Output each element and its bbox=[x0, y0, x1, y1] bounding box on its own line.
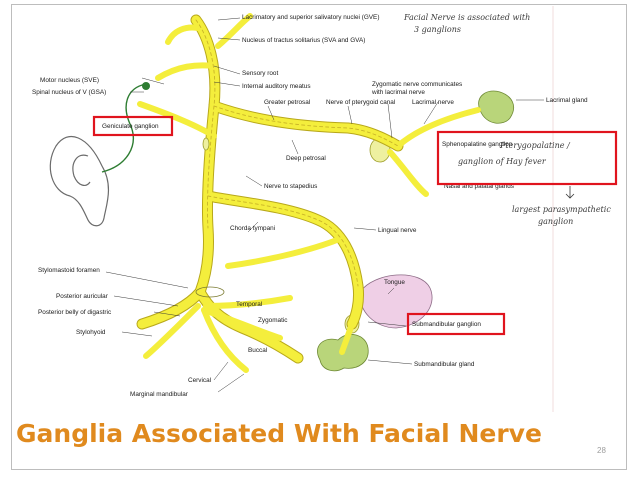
label-zygomatic-communicates-2: with lacrimal nerve bbox=[371, 89, 425, 96]
handwritten-arrow-icon bbox=[565, 186, 575, 199]
slide-caption: Ganglia Associated With Facial Nerve bbox=[16, 419, 542, 448]
label-temporal: Temporal bbox=[236, 301, 262, 308]
gsa-pathway-line bbox=[101, 83, 147, 173]
handwritten-top-note-line1: Facial Nerve is associated with bbox=[403, 13, 530, 22]
handwritten-side-note-line2: ganglion of Hay fever bbox=[458, 157, 547, 166]
slide-frame bbox=[11, 4, 627, 470]
geniculate-ganglion-node bbox=[202, 137, 210, 151]
label-zygomatic: Zygomatic bbox=[258, 317, 288, 324]
highlight-submandibular-ganglion bbox=[406, 312, 506, 336]
stylomastoid-foramen-ring bbox=[195, 286, 225, 298]
label-cervical: Cervical bbox=[188, 377, 211, 384]
label-submandibular-gland: Submandibular gland bbox=[414, 361, 475, 368]
label-tongue: Tongue bbox=[384, 279, 405, 286]
handwritten-bottom-note-line2: ganglion bbox=[538, 217, 573, 226]
highlight-boxes bbox=[92, 115, 618, 336]
lacrimal-gland bbox=[478, 90, 514, 124]
label-stylohyoid: Stylohyoid bbox=[76, 329, 106, 336]
leader-lines bbox=[105, 17, 544, 393]
ear-illustration bbox=[49, 135, 110, 227]
label-marginal-mandibular: Marginal mandibular bbox=[130, 391, 189, 398]
label-nerve-to-stapedius: Nerve to stapedius bbox=[264, 183, 317, 190]
label-lacrimal-gland: Lacrimal gland bbox=[546, 97, 588, 104]
handwritten-notes: Facial Nerve is associated with 3 gangli… bbox=[403, 13, 611, 226]
handwritten-side-note-line1: Pterygopalatine / bbox=[499, 141, 571, 150]
anatomical-labels: Lacrimatory and superior salivatory nucl… bbox=[32, 14, 588, 398]
label-posterior-belly-digastric: Posterior belly of digastric bbox=[38, 309, 112, 316]
label-internal-auditory-meatus: Internal auditory meatus bbox=[242, 83, 311, 90]
facial-nerve-branches bbox=[136, 13, 481, 373]
label-spinal-nucleus: Spinal nucleus of V (GSA) bbox=[32, 89, 106, 96]
label-zygomatic-communicates-1: Zygomatic nerve communicates bbox=[372, 81, 462, 88]
label-geniculate-ganglion: Geniculate ganglion bbox=[102, 123, 159, 130]
handwritten-bottom-note-line1: largest parasympathetic bbox=[512, 205, 611, 214]
label-posterior-auricular: Posterior auricular bbox=[56, 293, 109, 300]
label-nerve-pterygoid-canal: Nerve of pterygoid canal bbox=[326, 99, 395, 106]
label-buccal: Buccal bbox=[248, 347, 267, 354]
label-deep-petrosal: Deep petrosal bbox=[286, 155, 326, 162]
facial-nerve-diagram: Lacrimatory and superior salivatory nucl… bbox=[18, 6, 618, 412]
label-nucleus-tractus-solitarius: Nucleus of tractus solitarius (SVA and G… bbox=[242, 37, 365, 44]
label-sensory-root: Sensory root bbox=[242, 70, 278, 77]
label-lingual-nerve: Lingual nerve bbox=[378, 227, 417, 234]
label-motor-nucleus: Motor nucleus (SVE) bbox=[40, 77, 99, 84]
label-chorda-tympani: Chorda tympani bbox=[230, 225, 275, 232]
label-nasal-palatal-glands: Nasal and palatal glands bbox=[444, 183, 514, 190]
label-lacrimal-nerve: Lacrimal nerve bbox=[412, 99, 454, 106]
highlight-geniculate-ganglion bbox=[92, 115, 174, 137]
label-greater-petrosal: Greater petrosal bbox=[264, 99, 310, 106]
label-stylomastoid-foramen: Stylomastoid foramen bbox=[38, 267, 100, 274]
label-lacrimatory-nuclei: Lacrimatory and superior salivatory nucl… bbox=[242, 14, 379, 21]
label-sphenopalatine-ganglion: Sphenopalatine ganglion bbox=[442, 141, 513, 148]
spinal-nucleus-dot bbox=[142, 82, 150, 90]
handwritten-top-note-line2: 3 ganglions bbox=[414, 25, 461, 34]
highlight-sphenopalatine-ganglion bbox=[436, 130, 618, 186]
label-submandibular-ganglion: Submandibular ganglion bbox=[412, 321, 481, 328]
page-number: 28 bbox=[597, 446, 606, 455]
